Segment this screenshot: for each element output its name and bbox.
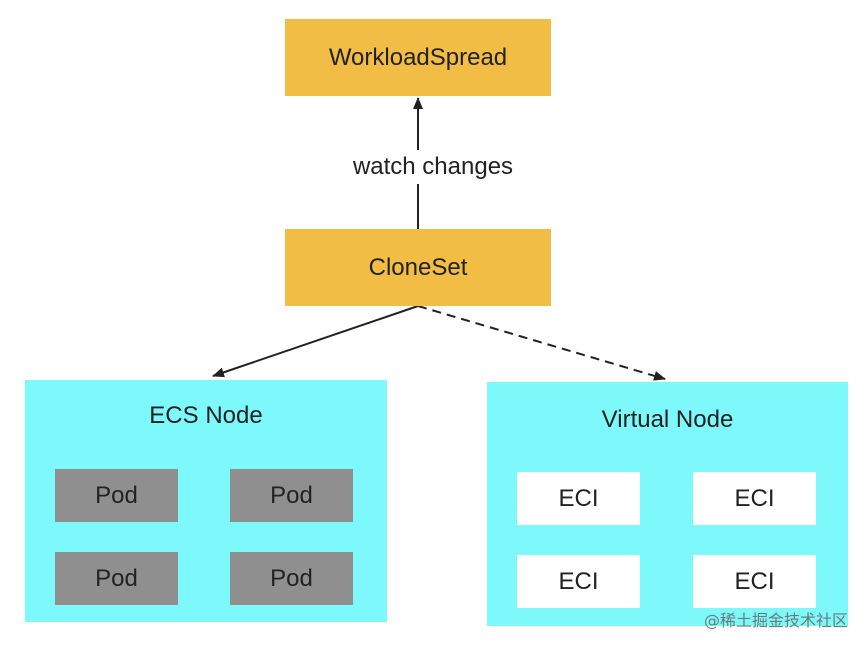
eci-box: ECI — [517, 555, 640, 608]
pod-label: Pod — [95, 481, 138, 509]
cloneset-label: CloneSet — [368, 253, 468, 281]
pod-box: Pod — [55, 552, 178, 605]
pod-label: Pod — [270, 481, 313, 509]
cloneset-to-virtual-arrow — [417, 305, 666, 381]
ecs-node-box: ECS Node Pod Pod Pod Pod — [25, 380, 387, 622]
eci-box: ECI — [517, 472, 640, 525]
pod-label: Pod — [270, 564, 313, 592]
pod-box: Pod — [230, 469, 353, 522]
pod-box: Pod — [230, 552, 353, 605]
watch-changes-label: watch changes — [338, 150, 528, 184]
eci-box: ECI — [693, 555, 816, 608]
workloadspread-label: WorkloadSpread — [328, 43, 508, 71]
eci-label: ECI — [558, 484, 599, 512]
workloadspread-box: WorkloadSpread — [285, 19, 551, 96]
pod-label: Pod — [95, 564, 138, 592]
eci-label: ECI — [734, 484, 775, 512]
watermark-text: @稀土掘金技术社区 — [703, 611, 848, 630]
eci-label: ECI — [734, 567, 775, 595]
cloneset-to-ecs-arrow — [212, 305, 419, 378]
ecs-node-title: ECS Node — [149, 402, 263, 429]
pod-box: Pod — [55, 469, 178, 522]
cloneset-box: CloneSet — [285, 229, 551, 306]
eci-box: ECI — [693, 472, 816, 525]
virtual-node-box: Virtual Node ECI ECI ECI ECI — [487, 382, 848, 626]
virtual-node-title: Virtual Node — [601, 406, 734, 433]
eci-label: ECI — [558, 567, 599, 595]
